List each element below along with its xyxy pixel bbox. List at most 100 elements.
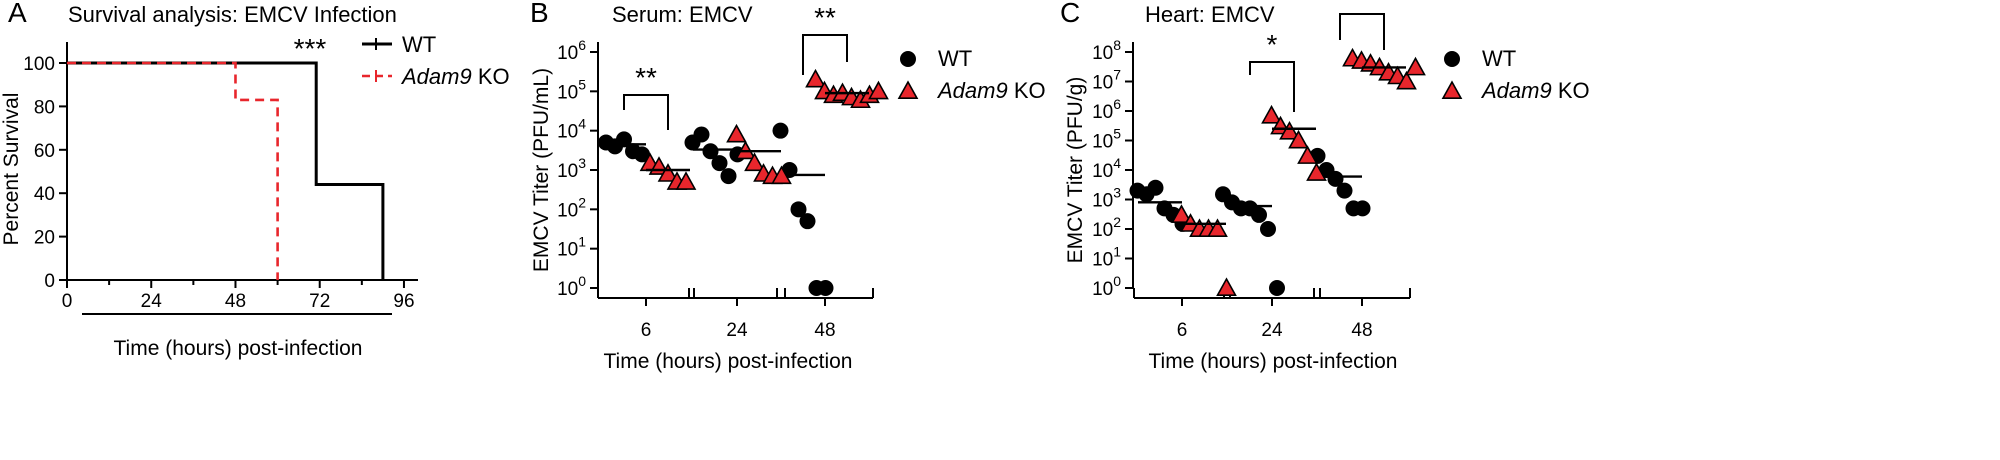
data-point-wt (772, 122, 789, 139)
y-tick-label-b: 100 (557, 273, 586, 300)
y-tick-label-a: 100 (23, 54, 55, 75)
data-point-ko (805, 68, 826, 88)
significance-label: * (1267, 29, 1278, 60)
y-tick-label-a: 80 (34, 97, 55, 118)
tick-exponent: 0 (578, 273, 586, 289)
panel-letter-a: A (8, 0, 27, 28)
x-category-label-c: 6 (1177, 320, 1188, 341)
tick-exponent: 4 (578, 116, 586, 132)
tick-exponent: 5 (578, 76, 586, 92)
tick-base: 10 (1092, 279, 1113, 300)
x-tick-label-a: 48 (225, 291, 246, 312)
y-tick-label-b: 105 (557, 76, 586, 103)
data-point-wt (693, 126, 710, 143)
legend-label-text: KO (1552, 78, 1590, 103)
significance-label: ** (1351, 0, 1373, 12)
legend-marker-ko (897, 80, 919, 99)
data-point-ko (744, 152, 765, 172)
x-category-label-c: 24 (1261, 320, 1283, 341)
panel-letter-c: C (1060, 0, 1080, 28)
x-tick-label-a: 24 (141, 291, 163, 312)
data-point-wt (1251, 206, 1267, 223)
data-point-ko (1216, 277, 1237, 297)
tick-base: 10 (1092, 43, 1113, 64)
legend-marker-wt (1444, 51, 1460, 67)
chart-title-c: Heart: EMCV (1145, 2, 1275, 27)
data-point-wt (720, 168, 737, 185)
tick-base: 10 (557, 200, 578, 221)
legend-label-italic: Adam9 (1480, 78, 1552, 103)
data-point-wt (634, 146, 650, 163)
chart-title-b: Serum: EMCV (612, 2, 753, 27)
data-point-ko (675, 171, 697, 190)
x-tick-label-a: 96 (393, 291, 414, 312)
y-tick-label-c: 101 (1092, 244, 1121, 271)
legend-label-1: Adam9 KO (936, 78, 1046, 103)
data-point-ko (1207, 218, 1228, 237)
legend-label-0: WT (1482, 46, 1516, 71)
tick-base: 10 (557, 82, 578, 103)
data-point-wt (790, 201, 807, 218)
legend-marker-wt (900, 51, 916, 67)
data-point-ko (657, 163, 679, 182)
significance-label: ** (814, 2, 836, 33)
tick-exponent: 6 (1113, 96, 1121, 112)
y-tick-label-c: 104 (1092, 155, 1121, 182)
y-tick-label-c: 106 (1092, 96, 1121, 123)
survival-line-ko (67, 61, 279, 280)
data-point-ko (1306, 162, 1327, 181)
legend-marker-ko (1441, 80, 1463, 99)
y-tick-label-b: 101 (557, 234, 586, 261)
tick-exponent: 2 (578, 194, 586, 210)
significance-a: *** (294, 33, 327, 64)
x-category-label-c: 48 (1351, 320, 1372, 341)
legend-label-text: KO (1008, 78, 1046, 103)
chart-title-a: Survival analysis: EMCV Infection (68, 2, 397, 27)
data-point-wt (799, 213, 816, 230)
y-tick-label-c: 108 (1092, 37, 1121, 64)
tick-base: 10 (1092, 191, 1113, 212)
data-point-wt (711, 155, 728, 172)
data-point-ko (1261, 104, 1282, 124)
legend-label-text: WT (938, 46, 972, 71)
legend-c: WT Adam9 KO (1441, 46, 1590, 103)
y-tick-label-c: 102 (1092, 214, 1121, 241)
tick-base: 10 (557, 122, 578, 143)
tick-exponent: 1 (1113, 244, 1121, 260)
x-category-label-b: 24 (726, 320, 748, 341)
tick-exponent: 4 (1113, 155, 1121, 171)
data-point-wt (702, 143, 719, 160)
significance-bracket (623, 94, 669, 130)
x-tick-label-a: 0 (62, 291, 73, 312)
x-tick-label-a: 72 (309, 291, 330, 312)
legend-b: WT Adam9 KO (897, 46, 1046, 103)
legend-label-0: WT (938, 46, 972, 71)
panel-letter-b: B (530, 0, 549, 28)
data-point-ko (1405, 56, 1426, 76)
y-tick-label-c: 103 (1092, 185, 1121, 212)
tick-exponent: 0 (1113, 273, 1121, 289)
tick-base: 10 (1092, 250, 1113, 271)
data-point-ko (726, 123, 747, 143)
data-point-wt (1147, 179, 1164, 196)
tick-base: 10 (1092, 73, 1113, 94)
legend-label-0: WT (402, 32, 436, 57)
data-point-wt (1336, 182, 1353, 199)
tick-base: 10 (1092, 161, 1113, 182)
tick-base: 10 (557, 161, 578, 182)
significance-label: ** (635, 62, 657, 93)
y-tick-label-b: 106 (557, 37, 586, 64)
tick-exponent: 5 (1113, 126, 1121, 142)
data-point-ko (1279, 120, 1300, 140)
tick-base: 10 (557, 279, 578, 300)
data-point-ko (868, 80, 889, 100)
legend-label-italic: Adam9 (400, 64, 472, 89)
data-point-wt (817, 280, 834, 296)
tick-exponent: 6 (578, 37, 586, 53)
legend-label-text: KO (472, 64, 510, 89)
data-point-wt (1354, 200, 1371, 217)
significance-bracket (1339, 13, 1385, 50)
